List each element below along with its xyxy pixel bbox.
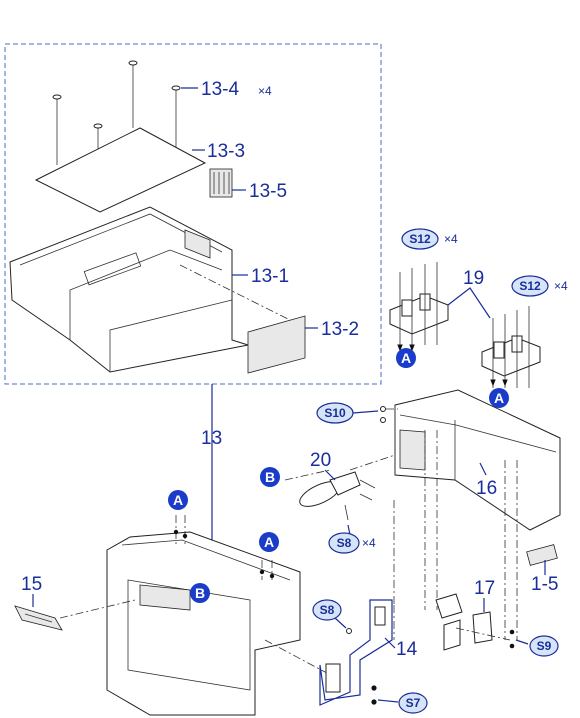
marker-a-cover-right: A: [259, 532, 279, 552]
marker-b-part-20: B: [260, 467, 280, 487]
callout-16: 16: [476, 478, 497, 499]
callout-13-3: 13-3: [207, 141, 245, 162]
screw-callout-s12-left: S12 ×4: [401, 228, 458, 250]
screws-s7: [371, 685, 377, 705]
svg-text:×4: ×4: [362, 536, 376, 550]
bracket-17: [435, 593, 511, 651]
callout-13-4: 13-4: [201, 79, 239, 100]
screw-callout-s7: S7: [398, 692, 428, 714]
part-20: [284, 454, 396, 521]
marker-b-cover: B: [190, 583, 210, 603]
svg-text:A: A: [494, 390, 504, 406]
screw-callout-s9: S9: [529, 635, 559, 657]
callout-13-1: 13-1: [251, 266, 289, 287]
bracket-14: [319, 599, 396, 706]
arrow-marks: [397, 344, 508, 387]
svg-text:A: A: [401, 350, 411, 366]
screws-cover-a: [173, 529, 275, 579]
label-13-2: [247, 315, 306, 374]
callout-14: 14: [396, 639, 418, 660]
nameplate-15: [14, 605, 63, 631]
svg-text:B: B: [195, 585, 205, 601]
screw-callout-s8-upper: S8 ×4: [328, 532, 376, 554]
screw-callout-s8-lower: S8: [312, 599, 347, 629]
marker-a-left-bracket: A: [396, 348, 416, 368]
callout-13-5: 13-5: [249, 181, 287, 202]
screw-callout-s12-right: S12 ×4: [511, 275, 568, 297]
marker-a-cover-left: A: [168, 490, 188, 510]
clip-13-5: [209, 168, 233, 198]
bracket-19-left: [389, 262, 449, 345]
svg-text:S8: S8: [320, 603, 335, 617]
svg-text:S10: S10: [324, 406, 346, 420]
label-1-5: [526, 544, 558, 566]
screw-s8-lower: [346, 628, 352, 634]
screws-s10: [380, 406, 398, 423]
callout-1-5: 1-5: [531, 574, 558, 595]
svg-text:S9: S9: [537, 639, 552, 653]
plate-13-3: [34, 127, 207, 213]
callout-13: 13: [201, 428, 222, 449]
callout-20: 20: [310, 450, 331, 471]
svg-text:A: A: [264, 534, 274, 550]
marker-a-right-bracket: A: [489, 388, 509, 408]
svg-text:S8: S8: [337, 536, 352, 550]
svg-text:×4: ×4: [444, 232, 458, 246]
frame-16: [394, 389, 561, 640]
cover-13: [59, 515, 341, 716]
subassembly-frame-13: [4, 43, 382, 385]
bracket-19-right: [481, 306, 541, 388]
callout-15: 15: [21, 574, 42, 595]
svg-text:A: A: [173, 492, 183, 508]
callout-19: 19: [463, 268, 484, 289]
svg-text:S12: S12: [519, 279, 541, 293]
callout-17: 17: [474, 578, 495, 599]
qty-13-4: ×4: [258, 84, 272, 98]
screw-callout-s10: S10: [316, 402, 379, 424]
svg-text:S12: S12: [409, 232, 431, 246]
svg-text:B: B: [265, 469, 275, 485]
svg-text:S7: S7: [406, 696, 421, 710]
screws-s9: [509, 629, 515, 649]
callout-13-2: 13-2: [321, 319, 359, 340]
svg-text:×4: ×4: [554, 279, 568, 293]
